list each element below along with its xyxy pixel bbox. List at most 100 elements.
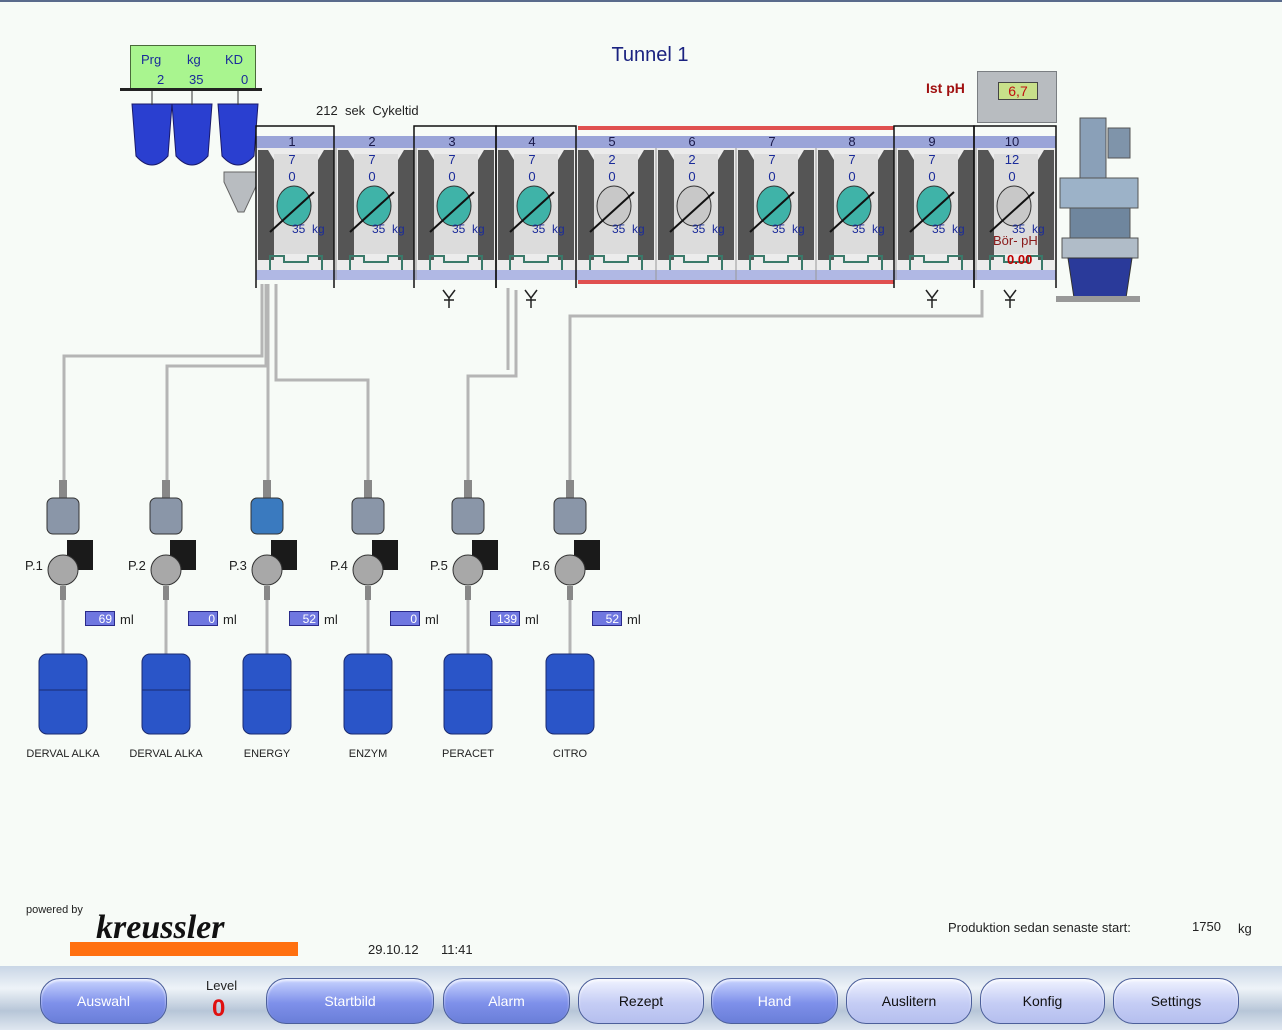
cycle-unit: sek: [344, 103, 366, 118]
pump-ml-value[interactable]: 52: [289, 611, 319, 626]
compartment-4: [495, 148, 574, 280]
compartment-number: 3: [448, 134, 456, 149]
compartment-number: 6: [688, 134, 696, 149]
chemical-drum-4: [343, 653, 393, 735]
dosing-pump-1: [38, 480, 93, 735]
pump-label: P.6: [532, 558, 550, 573]
compartment-weight-unit: kg: [312, 222, 325, 236]
kreussler-logo: kreussler: [70, 909, 298, 956]
compartment-kd: 0: [848, 169, 856, 184]
compartment-kd: 0: [528, 169, 536, 184]
loading-value-kg: 35: [189, 72, 204, 87]
pump-ml-value[interactable]: 69: [85, 611, 115, 626]
compartment-kd: 0: [368, 169, 376, 184]
tunnel-washer: [255, 125, 1057, 288]
laundry-load-8: [836, 185, 872, 227]
compartment-number: 8: [848, 134, 856, 149]
compartment-number: 1: [288, 134, 296, 149]
compartment-3: [415, 148, 494, 280]
cycle-time: 212 sek Cykeltid: [316, 103, 419, 118]
compartment-program: 7: [848, 152, 856, 167]
loading-header-kg: kg: [187, 52, 201, 67]
loading-bags: [120, 88, 262, 166]
drain-valves: [442, 289, 1017, 308]
alarm-button[interactable]: Alarm: [443, 978, 570, 1024]
laundry-load-3: [436, 185, 472, 227]
pump-ml-value[interactable]: 0: [390, 611, 420, 626]
pump-label: P.5: [430, 558, 448, 573]
hand-button[interactable]: Hand: [711, 978, 838, 1024]
dosing-pump-6: [545, 480, 600, 735]
compartment-number: 10: [1004, 134, 1020, 149]
compartment-kd: 0: [288, 169, 296, 184]
laundry-load-1: [276, 185, 312, 227]
compartment-weight: 35: [612, 222, 626, 236]
compartment-weight: 35: [292, 222, 306, 236]
bor-ph-label: Bör- pH: [993, 233, 1038, 248]
compartment-number: 5: [608, 134, 616, 149]
cycle-seconds: 212: [316, 103, 338, 118]
time-display: 11:41: [441, 942, 473, 957]
pump-label: P.3: [229, 558, 247, 573]
laundry-load-7: [756, 185, 792, 227]
laundry-load-6: [676, 185, 712, 227]
compartment-program: 7: [288, 152, 296, 167]
loading-header-kd: KD: [225, 52, 244, 67]
compartment-weight: 35: [372, 222, 386, 236]
compartment-program: 2: [608, 152, 616, 167]
rezept-button[interactable]: Rezept: [578, 978, 704, 1024]
compartment-program: 7: [768, 152, 776, 167]
bor-ph-value: 0.00: [1007, 252, 1033, 267]
compartment-weight-unit: kg: [712, 222, 725, 236]
chemical-name: ENZYM: [348, 748, 388, 760]
laundry-load-10: [996, 185, 1032, 227]
chemical-name: DERVAL ALKA: [129, 748, 203, 760]
logo-wordmark: kreussler: [96, 909, 225, 946]
compartment-1: [255, 148, 334, 280]
compartment-weight: 35: [852, 222, 866, 236]
compartment-weight-unit: kg: [552, 222, 565, 236]
compartment-program: 12: [1004, 152, 1020, 167]
chemical-drum-3: [242, 653, 292, 735]
loading-value-prg: 2: [157, 72, 165, 87]
production-value: 1750: [1192, 919, 1221, 934]
compartment-program: 7: [528, 152, 536, 167]
compartment-weight-unit: kg: [952, 222, 965, 236]
pump-label: P.2: [128, 558, 146, 573]
konfig-button[interactable]: Konfig: [980, 978, 1105, 1024]
compartment-kd: 0: [768, 169, 776, 184]
auswahl-button[interactable]: Auswahl: [40, 978, 167, 1024]
compartment-program: 7: [368, 152, 376, 167]
compartment-program: 2: [688, 152, 696, 167]
compartment-kd: 0: [608, 169, 616, 184]
dosing-pump-5: [443, 480, 498, 735]
pump-ml-value[interactable]: 0: [188, 611, 218, 626]
compartment-weight: 35: [1012, 222, 1026, 236]
compartment-number: 7: [768, 134, 776, 149]
dosing-pump-3: [242, 480, 297, 735]
pump-ml-value[interactable]: 139: [490, 611, 520, 626]
loading-header-prg: Prg: [141, 52, 162, 67]
compartment-9: [895, 148, 974, 280]
chemical-drum-1: [38, 653, 88, 735]
compartment-weight: 35: [932, 222, 946, 236]
cycle-label: Cykeltid: [372, 103, 419, 118]
compartment-weight: 35: [452, 222, 466, 236]
compartment-weight: 35: [772, 222, 786, 236]
ph-meter: 6,7: [977, 71, 1057, 123]
compartment-weight-unit: kg: [1032, 222, 1045, 236]
startbild-button[interactable]: Startbild: [266, 978, 434, 1024]
date-display: 29.10.12: [368, 942, 419, 957]
compartment-number: 9: [928, 134, 936, 149]
compartment-weight-unit: kg: [872, 222, 885, 236]
settings-button[interactable]: Settings: [1113, 978, 1239, 1024]
pump-ml-value[interactable]: 52: [592, 611, 622, 626]
chemical-name: PERACET: [442, 748, 494, 760]
compartment-kd: 0: [928, 169, 936, 184]
production-unit: kg: [1238, 921, 1252, 936]
auslitern-button[interactable]: Auslitern: [846, 978, 972, 1024]
compartment-10: [975, 148, 1054, 280]
compartment-program: 7: [928, 152, 936, 167]
chemical-drum-6: [545, 653, 595, 735]
